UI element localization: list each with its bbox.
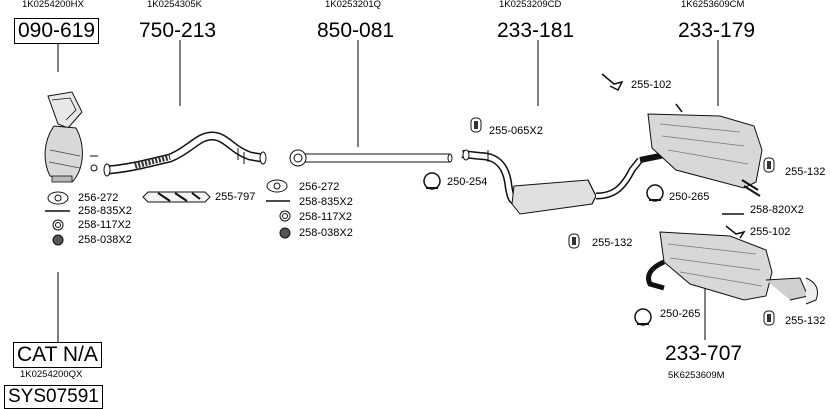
- part-number-rear-silencer-alt[interactable]: 233-707: [665, 342, 743, 365]
- acc-cat-nuts[interactable]: 258-038X2: [78, 234, 132, 246]
- acc-rear-rubber-bottom[interactable]: 255-132: [785, 315, 826, 327]
- oe-number-rear-silencer-alt: 5K6253609M: [668, 370, 725, 381]
- acc-cat-gasket[interactable]: 256-272: [78, 192, 119, 204]
- acc-top-bracket[interactable]: 255-102: [631, 79, 672, 91]
- acc-rear-rubber-top[interactable]: 255-132: [785, 166, 826, 178]
- acc-mid-nuts[interactable]: 258-038X2: [299, 227, 353, 239]
- oe-number-cat-alt: 1K0254200QX: [20, 369, 83, 380]
- acc-rear-bracket[interactable]: 255-102: [750, 226, 791, 238]
- catalytic-converter: [44, 91, 98, 183]
- mounts-and-clamps: [423, 73, 775, 326]
- cat-not-available-label: CAT N/A: [13, 342, 102, 368]
- oe-number-front-pipe: 1K0254305K: [147, 0, 202, 10]
- part-number-front-pipe[interactable]: 750-213: [139, 19, 217, 42]
- oe-number-cat: 1K0254200HX: [22, 0, 84, 10]
- middle-pipe: [289, 149, 453, 167]
- oe-number-middle-pipe: 1K0253201Q: [325, 0, 381, 10]
- acc-mid-gasket[interactable]: 256-272: [299, 181, 340, 193]
- acc-rear-clamp-top[interactable]: 250-265: [669, 191, 710, 203]
- part-number-rear-silencer[interactable]: 233-179: [678, 19, 756, 42]
- part-number-centre-silencer[interactable]: 233-181: [497, 19, 575, 42]
- part-number-cat[interactable]: 090-619: [14, 18, 100, 44]
- acc-cat-spring[interactable]: 258-117X2: [78, 219, 132, 231]
- front-gasket-shape: [142, 191, 211, 203]
- acc-rear-bolts[interactable]: 258-820X2: [750, 204, 804, 216]
- acc-mid-spring[interactable]: 258-117X2: [299, 211, 353, 223]
- acc-mid-bolts[interactable]: 258-835X2: [299, 196, 353, 208]
- rear-silencer: [639, 103, 763, 197]
- cat-hardware: [45, 191, 70, 246]
- acc-mid-clamp[interactable]: 250-254: [447, 176, 488, 188]
- acc-rubber-mounts[interactable]: 255-065X2: [489, 125, 543, 137]
- acc-centre-rubber[interactable]: 255-132: [592, 237, 633, 249]
- system-number-label[interactable]: SYS07591: [4, 385, 103, 409]
- mid-hardware: [266, 179, 291, 239]
- part-number-middle-pipe[interactable]: 850-081: [317, 19, 395, 42]
- centre-silencer: [461, 149, 643, 215]
- acc-front-gasket[interactable]: 255-797: [215, 191, 256, 203]
- acc-cat-bolts[interactable]: 258-835X2: [78, 205, 132, 217]
- oe-number-centre-silencer: 1K0253209CD: [499, 0, 562, 10]
- front-pipe: [103, 131, 267, 177]
- rear-silencer-alt: [646, 231, 819, 305]
- acc-rear-clamp-bottom[interactable]: 250-265: [660, 308, 701, 320]
- oe-number-rear-silencer: 1K6253609CM: [681, 0, 745, 10]
